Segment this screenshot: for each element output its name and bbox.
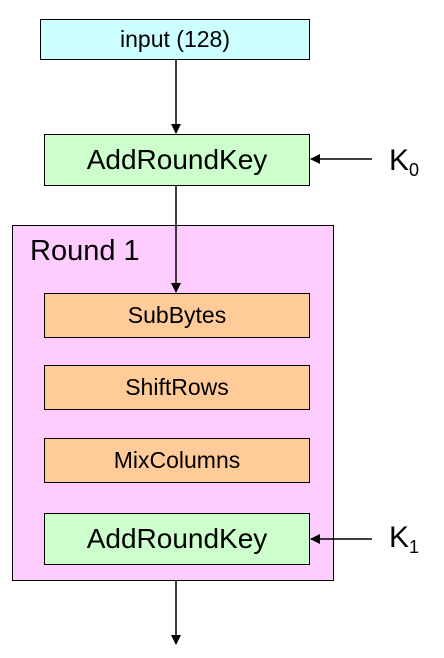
add-round-key-box-round1: AddRoundKey (44, 513, 310, 565)
key-1-label: K1 (389, 521, 419, 558)
shift-rows-box: ShiftRows (44, 365, 310, 410)
key-1-subscript: 1 (409, 537, 420, 557)
mix-columns-box: MixColumns (44, 438, 310, 483)
round-title: Round 1 (30, 235, 140, 267)
key-0-letter: K (389, 144, 410, 177)
sub-bytes-box: SubBytes (44, 293, 310, 338)
key-0-subscript: 0 (409, 160, 420, 180)
key-1-letter: K (389, 521, 410, 554)
input-box: input (128) (40, 19, 310, 60)
add-round-key-box-initial: AddRoundKey (44, 134, 310, 186)
key-0-label: K0 (389, 144, 419, 181)
